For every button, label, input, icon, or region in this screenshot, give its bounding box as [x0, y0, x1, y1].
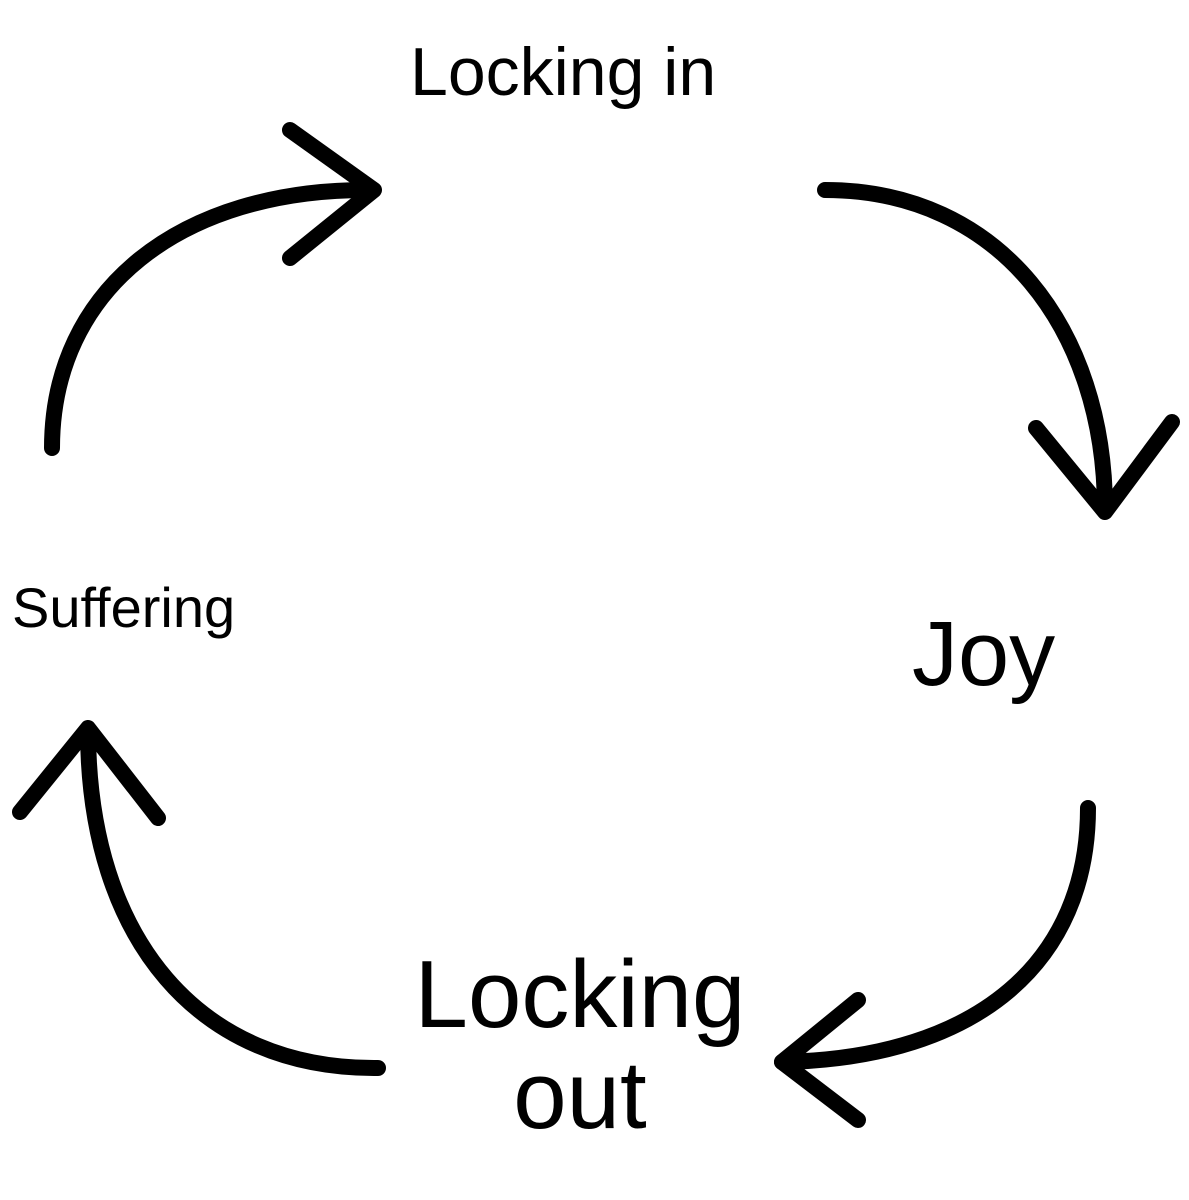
arrow-locking-in-to-joy-icon: [817, 182, 1180, 520]
node-joy: Joy: [912, 603, 1056, 705]
node-locking-in: Locking in: [410, 34, 717, 110]
arrow-suffering-to-locking-in-icon: [44, 122, 382, 456]
arrow-joy-to-locking-out-icon: [774, 800, 1096, 1128]
node-locking-out: Locking out: [400, 941, 760, 1149]
arrow-locking-out-to-suffering-icon: [12, 720, 386, 1077]
node-locking-out-line2: out: [513, 1041, 647, 1149]
node-locking-out-line1: Locking: [414, 941, 746, 1048]
node-suffering: Suffering: [12, 576, 236, 639]
